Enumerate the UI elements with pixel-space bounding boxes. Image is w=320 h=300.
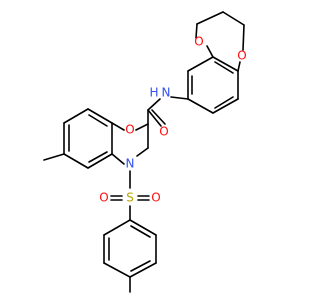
bond xyxy=(214,96,234,109)
atom-h-amide: H xyxy=(149,86,158,100)
bond xyxy=(87,153,113,169)
bond xyxy=(222,11,245,26)
bond xyxy=(103,219,131,236)
bond xyxy=(196,11,224,25)
atom-o-oxazine: O xyxy=(125,123,134,137)
bond xyxy=(170,96,189,100)
bond xyxy=(111,122,125,131)
bond xyxy=(130,260,151,272)
atom-o-sulfonyl-right: O xyxy=(151,191,160,205)
atom-s-sulfonyl: S xyxy=(126,191,134,205)
bond xyxy=(151,109,166,125)
bond xyxy=(212,98,239,114)
bond xyxy=(88,151,108,163)
atom-o-carbonyl: O xyxy=(159,125,168,139)
molecule-structure: O O H N O O N S O O xyxy=(43,11,247,293)
bond xyxy=(195,23,198,39)
bond xyxy=(63,153,89,169)
bond xyxy=(187,56,214,72)
bond xyxy=(63,108,89,124)
bond xyxy=(242,24,245,51)
bond xyxy=(147,98,161,111)
atom-n-oxazine: N xyxy=(126,157,135,171)
bond xyxy=(147,109,162,127)
bond xyxy=(237,61,241,72)
bond xyxy=(43,153,65,161)
bond xyxy=(88,114,108,127)
atom-n-amide: N xyxy=(162,86,171,100)
bond xyxy=(129,219,157,236)
bond xyxy=(111,153,125,165)
bond xyxy=(214,61,234,74)
molecule-diagram: O O H N O O N S O O xyxy=(43,11,247,293)
bond xyxy=(212,56,239,72)
bond xyxy=(187,98,214,114)
atom-o-sulfonyl-left: O xyxy=(99,191,108,205)
bonds xyxy=(43,11,245,293)
bond xyxy=(130,225,151,238)
bond xyxy=(206,45,214,58)
atom-o-dioxane-bottom: O xyxy=(237,49,246,63)
bond xyxy=(136,147,149,157)
bond xyxy=(135,123,149,131)
bond xyxy=(87,108,113,124)
bond xyxy=(103,262,131,278)
atom-o-dioxane-top: O xyxy=(194,35,203,49)
bond xyxy=(129,262,157,278)
atom-labels: O O H N O O N S O O xyxy=(99,35,246,205)
